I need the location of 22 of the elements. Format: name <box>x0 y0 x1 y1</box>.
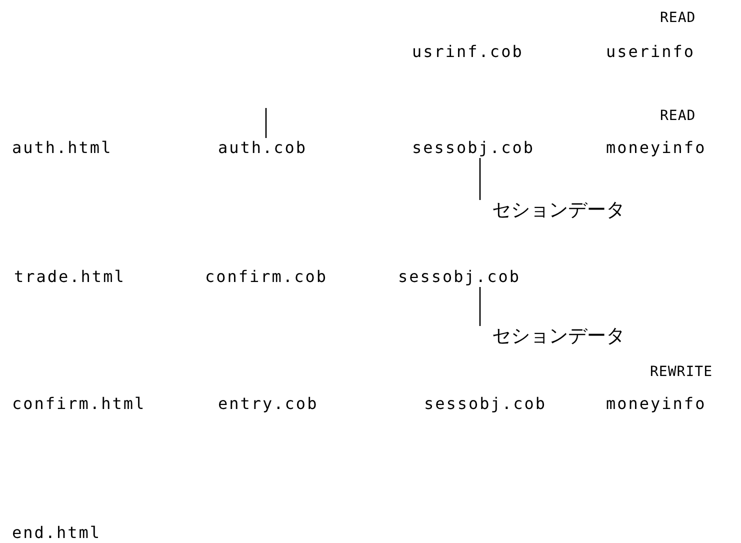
file-label: sessobj.cob <box>424 394 546 414</box>
file-label: confirm.cob <box>205 267 328 287</box>
connector-line <box>265 108 267 138</box>
file-label: userinfo <box>606 42 696 62</box>
file-label: auth.cob <box>218 138 308 158</box>
file-label: usrinf.cob <box>412 42 524 62</box>
operation-label: READ <box>660 9 696 28</box>
file-label: sessobj.cob <box>412 138 534 158</box>
file-label: auth.html <box>12 138 112 158</box>
operation-label: READ <box>660 107 696 126</box>
data-label: セションデータ <box>492 326 625 346</box>
connector-line <box>479 287 481 326</box>
operation-label: REWRITE <box>650 363 713 382</box>
file-label: trade.html <box>14 267 126 287</box>
file-label: sessobj.cob <box>398 267 520 287</box>
file-label: moneyinfo <box>606 394 706 414</box>
file-label: moneyinfo <box>606 138 706 158</box>
file-label: confirm.html <box>12 394 146 414</box>
connector-line <box>479 158 481 200</box>
file-label: entry.cob <box>218 394 318 414</box>
file-label: end.html <box>12 523 102 543</box>
data-label: セションデータ <box>492 200 625 220</box>
